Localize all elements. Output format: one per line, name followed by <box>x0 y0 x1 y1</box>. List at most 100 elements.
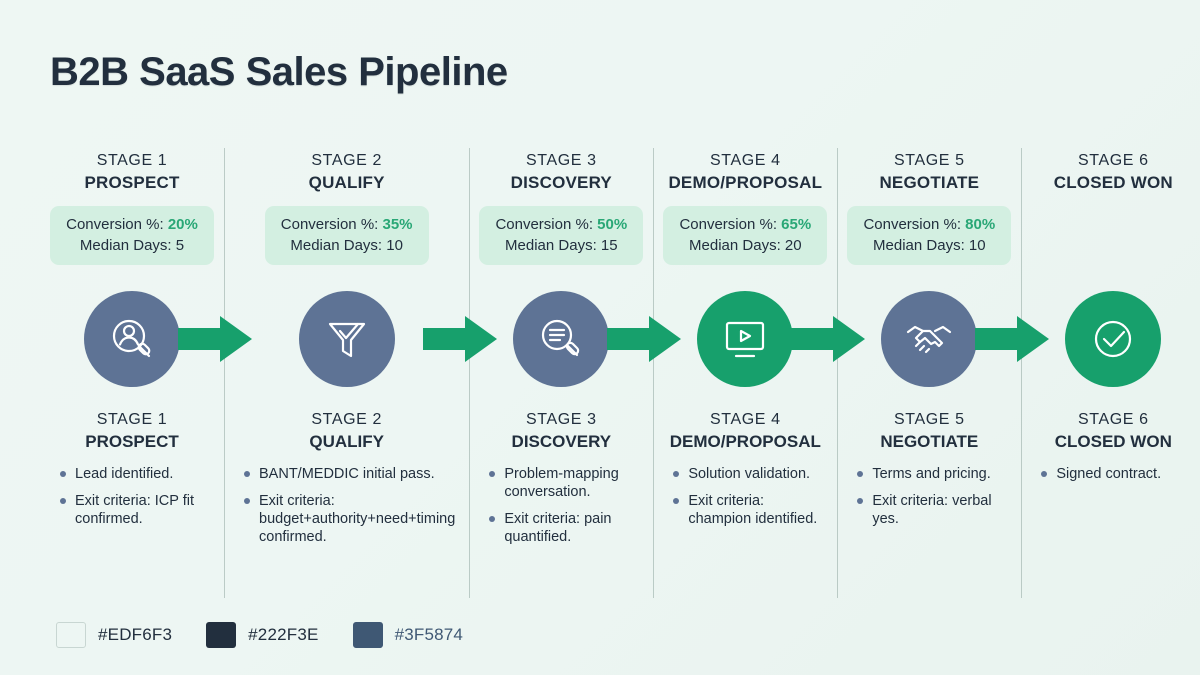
stage-number-top: STAGE 5 <box>894 152 965 169</box>
stage-bullet: Exit criteria: champion identified. <box>671 492 823 528</box>
stage-arrow-icon <box>607 316 682 362</box>
stage-number-bottom: STAGE 6 <box>1078 411 1149 428</box>
conversion-value: 35% <box>382 216 413 233</box>
legend-swatch <box>352 622 383 648</box>
stage-name-bottom: PROSPECT <box>85 432 179 451</box>
legend-hex-label: #3F5874 <box>394 625 464 644</box>
stage-bullet: Lead identified. <box>58 465 210 483</box>
color-legend: #EDF6F3 #222F3E #3F5874 <box>56 622 463 648</box>
monitor-play-icon-glyph <box>726 321 765 358</box>
median-days-label: Median Days: <box>290 237 387 254</box>
stage-bullet-list: Solution validation. Exit criteria: champ… <box>663 465 827 537</box>
person-search-icon[interactable] <box>84 291 180 387</box>
conversion-label: Conversion %: <box>280 216 383 233</box>
conversion-label: Conversion %: <box>495 216 598 233</box>
stage-arrow-icon <box>178 316 252 362</box>
median-days-value: 10 <box>386 237 403 254</box>
stage-bullet-list: Signed contract. <box>1031 465 1195 492</box>
document-search-icon[interactable] <box>513 291 610 387</box>
person-search-icon-glyph <box>112 319 151 358</box>
stage-name-top: QUALIFY <box>308 173 385 192</box>
stage-metrics: Conversion %: 35%Median Days: 10 <box>264 206 429 265</box>
median-days-label: Median Days: <box>873 237 969 254</box>
page-title: B2B SaaS Sales Pipeline <box>50 50 508 94</box>
median-days-metric: Median Days: 20 <box>677 235 813 256</box>
median-days-metric: Median Days: 5 <box>64 235 200 256</box>
check-circle-icon[interactable] <box>1065 291 1162 387</box>
conversion-label: Conversion %: <box>863 216 966 233</box>
stage-arrow-icon <box>791 316 866 362</box>
stage-bullet: Terms and pricing. <box>855 465 1007 483</box>
stage-arrow-icon <box>423 316 498 362</box>
stage-arrow-icon <box>975 316 1050 362</box>
conversion-metric: Conversion %: 50% <box>493 214 629 235</box>
median-days-value: 10 <box>968 237 986 254</box>
legend-item: #3F5874 <box>352 622 464 648</box>
median-days-metric: Median Days: 10 <box>279 235 415 256</box>
conversion-label: Conversion %: <box>66 216 168 233</box>
stage-number-top: STAGE 4 <box>710 152 781 169</box>
stage-metrics: Conversion %: 65%Median Days: 20 <box>663 206 828 265</box>
stage-name-top: PROSPECT <box>84 173 180 192</box>
stage-name-top: CLOSED WON <box>1053 173 1173 192</box>
stage-name-bottom: DISCOVERY <box>511 432 612 451</box>
median-days-metric: Median Days: 15 <box>493 235 629 256</box>
median-days-metric: Median Days: 10 <box>861 235 997 256</box>
stage-name-top: NEGOTIATE <box>879 173 980 192</box>
legend-hex-label: #EDF6F3 <box>98 625 173 644</box>
stage-bullet: Exit criteria: ICP fit confirmed. <box>58 492 210 528</box>
check-circle-icon-glyph <box>1095 320 1132 358</box>
document-search-icon-glyph <box>542 319 580 357</box>
conversion-value: 50% <box>597 216 628 233</box>
conversion-label: Conversion %: <box>679 216 782 233</box>
stage-name-bottom: DEMO/PROPOSAL <box>669 432 821 451</box>
stage-icon-row <box>847 289 1050 389</box>
stage-icon-row <box>50 289 252 389</box>
stage-number-top: STAGE 1 <box>96 152 168 169</box>
conversion-metric: Conversion %: 65% <box>677 214 813 235</box>
stage-name-bottom: CLOSED WON <box>1054 432 1172 451</box>
conversion-metric: Conversion %: 20% <box>64 214 200 235</box>
stage-bullet-list: Terms and pricing. Exit criteria: verbal … <box>847 465 1011 537</box>
stage-bullet: Exit criteria: pain quantified. <box>487 510 639 546</box>
legend-swatch <box>206 622 237 648</box>
legend-item: #222F3E <box>206 622 318 648</box>
median-days-label: Median Days: <box>689 237 785 254</box>
median-days-value: 5 <box>175 237 185 254</box>
handshake-icon[interactable] <box>881 291 978 387</box>
monitor-play-icon[interactable] <box>697 291 794 387</box>
stage-bullet: Solution validation. <box>671 465 823 483</box>
stage-name-top: DEMO/PROPOSAL <box>668 173 823 192</box>
stage-number-top: STAGE 3 <box>526 152 597 169</box>
stage-metrics: Conversion %: 50%Median Days: 15 <box>479 206 644 265</box>
stage-metrics: Conversion %: 80%Median Days: 10 <box>847 206 1012 265</box>
stage-number-top: STAGE 2 <box>311 152 382 169</box>
stage-number-bottom: STAGE 3 <box>526 411 597 428</box>
conversion-metric: Conversion %: 35% <box>279 214 415 235</box>
funnel-check-icon[interactable] <box>298 291 395 387</box>
median-days-label: Median Days: <box>79 237 176 254</box>
legend-swatch <box>56 622 86 648</box>
stage-icon-row <box>479 289 682 389</box>
stage-number-bottom: STAGE 1 <box>96 411 168 428</box>
median-days-label: Median Days: <box>505 237 601 254</box>
stage-metrics: Conversion %: 20%Median Days: 5 <box>50 206 214 265</box>
stage-bullet-list: Lead identified. Exit criteria: ICP fit c… <box>50 465 214 537</box>
stage-number-bottom: STAGE 2 <box>311 411 382 428</box>
stage-bullet: Problem-mapping conversation. <box>487 465 639 501</box>
conversion-value: 80% <box>965 216 996 233</box>
funnel-check-icon-glyph <box>328 322 365 358</box>
stage-bullet: Exit criteria: verbal yes. <box>855 492 1007 528</box>
conversion-value: 20% <box>167 216 198 233</box>
stage-name-bottom: QUALIFY <box>309 432 384 451</box>
stage-bullet: Signed contract. <box>1039 465 1191 483</box>
conversion-metric: Conversion %: 80% <box>861 214 997 235</box>
median-days-value: 15 <box>600 237 618 254</box>
stage-icon-row <box>663 289 866 389</box>
stage-bullet: BANT/MEDDIC initial pass. <box>242 465 455 483</box>
